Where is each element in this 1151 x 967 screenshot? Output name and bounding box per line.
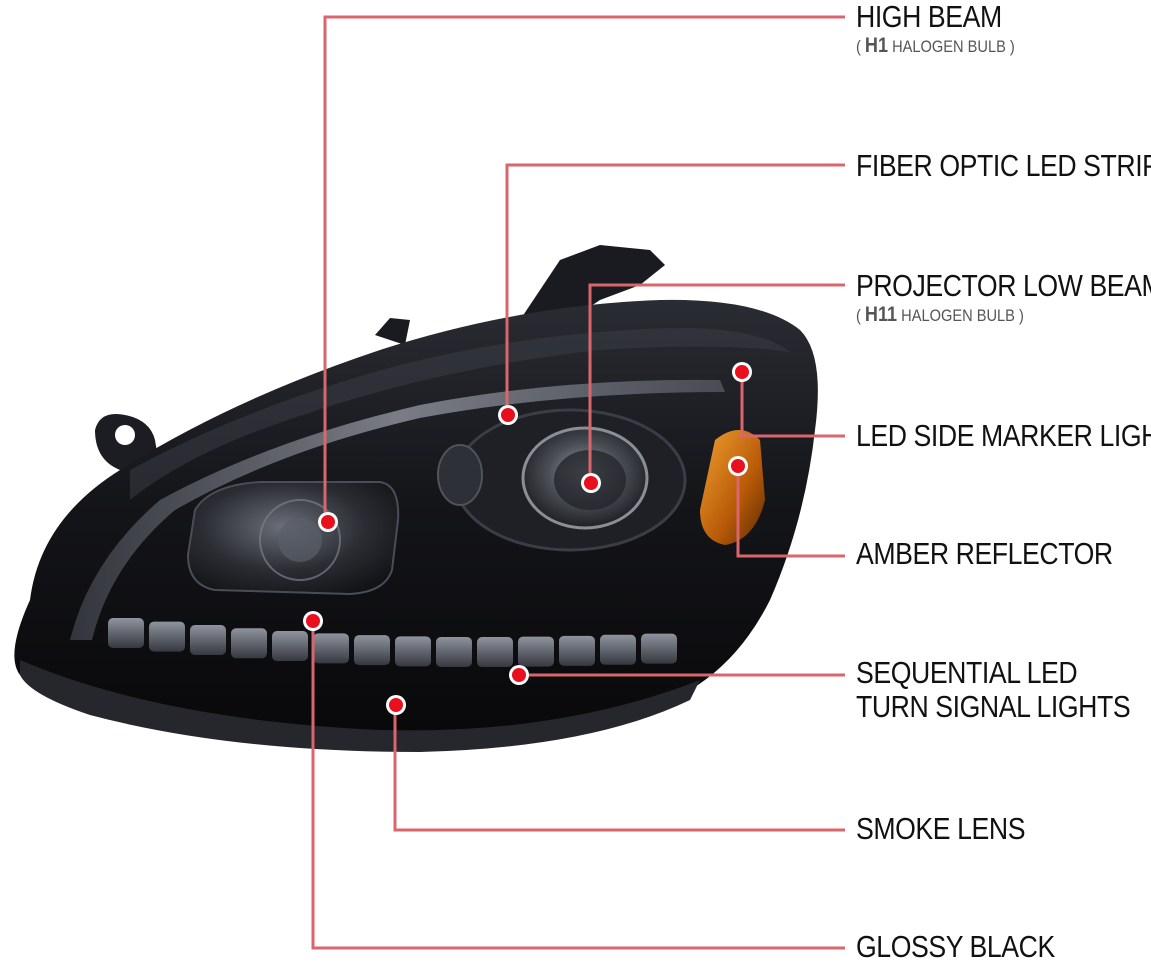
callout-projector-low-beam-subtitle: ( H11 HALOGEN BULB ) [856, 303, 1024, 326]
callout-dot-led-side-marker-light [735, 365, 749, 379]
led-segment [190, 625, 226, 656]
callout-projector-low-beam-title: PROJECTOR LOW BEAM [856, 268, 1151, 303]
callout-high-beam: HIGH BEAM ( H1 HALOGEN BULB ) [856, 0, 1041, 57]
leader-line-amber-reflector [736, 468, 845, 558]
callout-glossy-black-title: GLOSSY BLACK [856, 929, 1055, 964]
callout-high-beam-title: HIGH BEAM [856, 0, 1002, 34]
callout-projector-low-beam: PROJECTOR LOW BEAM ( H11 HALOGEN BULB ) [856, 269, 1151, 326]
led-segment [518, 636, 554, 667]
callout-dot-smoke-lens [389, 698, 403, 712]
callout-high-beam-subtitle: ( H1 HALOGEN BULB ) [856, 34, 1015, 57]
callout-smoke-lens: SMOKE LENS [856, 812, 1053, 846]
callout-dot-projector-low-beam [584, 476, 598, 490]
callout-fiber-optic-led-strip: FIBER OPTIC LED STRIP [856, 149, 1151, 183]
amber-reflector [700, 430, 765, 545]
leader-line-projector-low-beam [588, 283, 845, 482]
led-segment [108, 618, 144, 648]
led-segment [313, 633, 349, 664]
led-segment [272, 631, 308, 662]
callout-led-side-marker-light-title: LED SIDE MARKER LIGHT [856, 418, 1151, 453]
callout-dot-amber-reflector [731, 459, 745, 473]
led-segment [395, 636, 431, 667]
high-beam-reflector [186, 481, 400, 596]
callout-sequential-led-title: SEQUENTIAL LED [856, 655, 1078, 690]
led-segment [559, 635, 595, 666]
callout-dot-high-beam [321, 515, 335, 529]
callout-glossy-black: GLOSSY BLACK [856, 930, 1087, 964]
sequential-led-strip [108, 618, 677, 668]
callout-smoke-lens-title: SMOKE LENS [856, 811, 1026, 846]
led-segment [641, 633, 677, 664]
led-segment [149, 621, 185, 652]
callout-fiber-optic-led-strip-title: FIBER OPTIC LED STRIP [856, 148, 1151, 183]
callout-dot-glossy-black [306, 614, 320, 628]
led-segment [477, 637, 513, 668]
led-segment [436, 636, 472, 667]
leader-line-led-side-marker-light [740, 372, 845, 438]
callout-amber-reflector: AMBER REFLECTOR [856, 537, 1151, 571]
callout-dot-sequential-led [512, 668, 526, 682]
callout-sequential-led: SEQUENTIAL LED TURN SIGNAL LIGHTS [856, 656, 1151, 724]
callout-high-beam-bulb: H1 [864, 34, 889, 57]
callout-projector-low-beam-bulb: H11 [864, 303, 898, 326]
led-segment [600, 634, 636, 665]
callout-dot-fiber-optic-led-strip [501, 408, 515, 422]
leader-line-high-beam [323, 15, 845, 522]
callout-led-side-marker-light: LED SIDE MARKER LIGHT [856, 419, 1151, 453]
leader-line-fiber-optic-led-strip [505, 163, 845, 414]
callout-amber-reflector-title: AMBER REFLECTOR [856, 536, 1113, 571]
leader-line-smoke-lens [393, 706, 845, 832]
led-segment [354, 635, 390, 666]
led-segment [231, 628, 267, 659]
callout-sequential-led-title-line2: TURN SIGNAL LIGHTS [856, 689, 1131, 724]
leader-line-glossy-black [311, 620, 845, 950]
